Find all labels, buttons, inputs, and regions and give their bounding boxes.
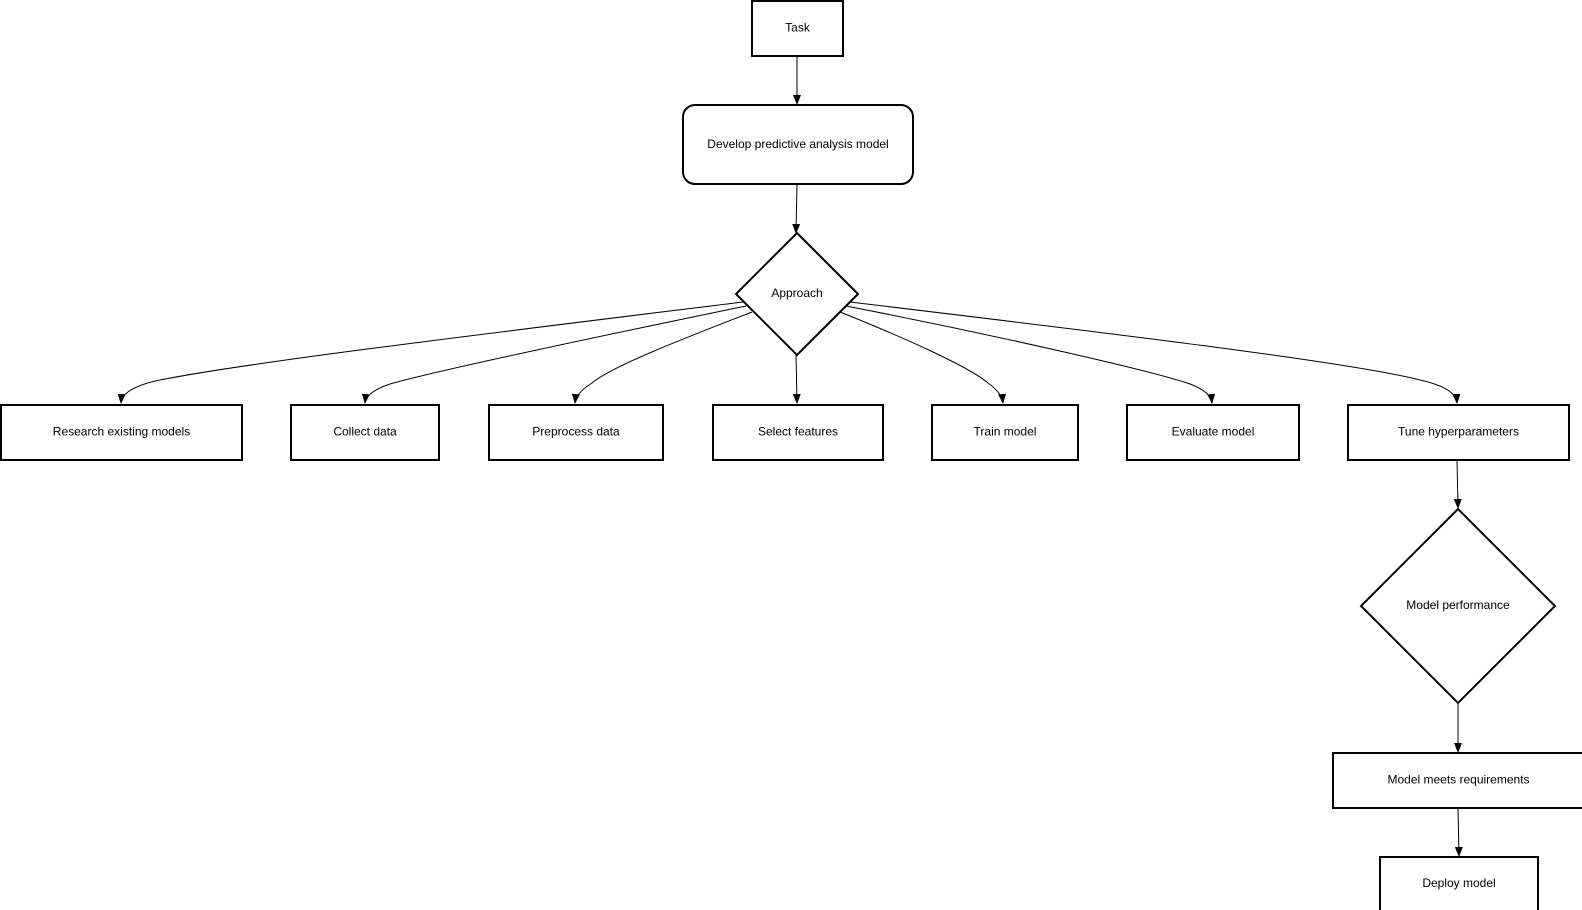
node-meets: Model meets requirements xyxy=(1332,752,1582,809)
edge-tune-to-performance xyxy=(1453,459,1462,509)
edge-approach-to-preprocess xyxy=(571,311,753,404)
edge-approach-to-collect xyxy=(361,305,747,404)
node-develop-box xyxy=(682,104,914,185)
node-select: Select features xyxy=(712,404,884,461)
node-select-box xyxy=(712,404,884,461)
node-performance-label: Model performance xyxy=(1406,598,1510,612)
node-task-box xyxy=(751,0,844,57)
edge-approach-to-train xyxy=(839,311,1007,404)
node-evaluate-box xyxy=(1126,404,1300,461)
node-meets-box xyxy=(1332,752,1582,809)
node-research: Research existing models xyxy=(0,404,243,461)
edge-develop-to-approach xyxy=(792,183,801,234)
node-evaluate: Evaluate model xyxy=(1126,404,1300,461)
node-tune-label: Tune hyperparameters xyxy=(1398,425,1519,439)
node-collect-box xyxy=(290,404,440,461)
node-collect: Collect data xyxy=(290,404,440,461)
edge-approach-to-tune xyxy=(849,301,1461,404)
node-tune-box xyxy=(1347,404,1570,461)
edges-layer xyxy=(117,56,1463,857)
node-deploy-label: Deploy model xyxy=(1422,876,1495,890)
node-research-label: Research existing models xyxy=(53,425,190,439)
node-preprocess-box xyxy=(488,404,664,461)
node-deploy-box xyxy=(1379,856,1539,910)
node-meets-label: Model meets requirements xyxy=(1387,773,1529,787)
node-approach: Approach xyxy=(734,231,860,357)
node-research-box xyxy=(0,404,243,461)
node-task-label: Task xyxy=(785,21,811,35)
node-tune: Tune hyperparameters xyxy=(1347,404,1570,461)
node-preprocess: Preprocess data xyxy=(488,404,664,461)
node-collect-label: Collect data xyxy=(333,425,397,439)
node-train: Train model xyxy=(931,404,1079,461)
node-select-label: Select features xyxy=(758,425,838,439)
node-approach-label: Approach xyxy=(771,286,822,300)
node-preprocess-label: Preprocess data xyxy=(532,425,620,439)
edge-approach-to-research xyxy=(117,301,744,404)
edge-approach-to-select xyxy=(792,353,801,404)
node-performance: Model performance xyxy=(1359,507,1557,705)
edge-approach-to-evaluate xyxy=(845,305,1216,404)
node-develop: Develop predictive analysis model xyxy=(682,104,914,185)
node-approach-diamond xyxy=(734,231,860,357)
node-deploy: Deploy model xyxy=(1379,856,1539,910)
node-evaluate-label: Evaluate model xyxy=(1172,425,1255,439)
node-train-label: Train model xyxy=(974,425,1037,439)
node-task: Task xyxy=(751,0,844,57)
node-train-box xyxy=(931,404,1079,461)
edge-meets-to-deploy xyxy=(1454,806,1463,857)
node-develop-label: Develop predictive analysis model xyxy=(707,137,888,151)
node-performance-diamond xyxy=(1359,507,1557,705)
